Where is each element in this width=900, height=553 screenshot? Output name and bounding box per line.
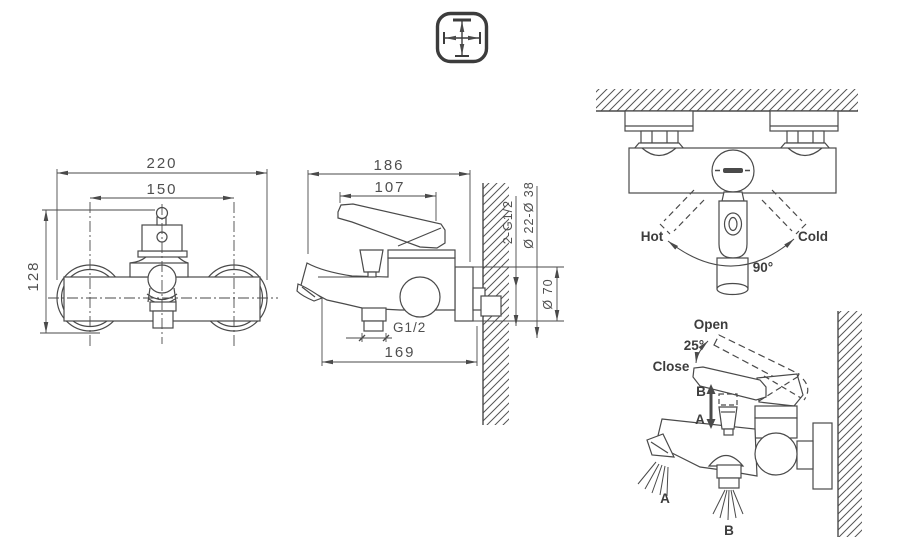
side-view-dimensions [307, 170, 564, 366]
cold-position-outline [761, 189, 807, 235]
diverter-down-label: A [695, 412, 705, 427]
wall-hatching-bottom [838, 311, 862, 537]
spout-spray-lines [637, 461, 669, 497]
cold-label: Cold [798, 229, 828, 244]
side-view-drawing [296, 203, 502, 332]
dim-outlet-thread: G1/2 [393, 320, 426, 335]
close-label: Close [653, 359, 690, 374]
body-op [655, 418, 758, 477]
hot-label: Hot [641, 229, 664, 244]
bottom-outlet-side [363, 320, 384, 332]
front-view-dimensions [40, 169, 268, 334]
diverter-knob-side [359, 249, 384, 273]
shower-flow-label: B [724, 523, 734, 538]
lever-top-view [718, 200, 748, 259]
centerlines [48, 202, 278, 347]
dim-wall-connections: 2-G1/2 [501, 200, 515, 244]
brand-mark [723, 168, 743, 173]
lever-operation-view: Open 25° Close B A A B [637, 311, 862, 538]
front-view: 220 150 128 [25, 155, 278, 347]
wall-flange-op [812, 422, 833, 490]
mounting-unions [624, 110, 839, 151]
shower-outlet-op [718, 477, 740, 489]
shower-connection-side [399, 276, 441, 318]
lever-side [337, 203, 446, 249]
dim-handle-depth: 107 [374, 179, 405, 196]
hot-position-outline [659, 189, 705, 235]
lever-closed [692, 366, 767, 401]
spout-flow-label: A [660, 491, 670, 506]
operation-drawing [646, 334, 833, 490]
diverter-up-outline [718, 393, 738, 406]
dim-eccentric-range: Ø 22-Ø 38 [522, 181, 536, 248]
front-view-drawing [48, 202, 278, 347]
spout-nose-op [646, 433, 675, 458]
dim-spout-reach: 169 [384, 344, 415, 361]
operation-annotations [637, 340, 744, 521]
diverter-knob-op [718, 406, 738, 430]
handle-rotation-view: Hot Cold 90° [596, 89, 858, 296]
side-view: 186 107 169 G1/2 2-G1/2 Ø 22-Ø 38 Ø 70 [296, 157, 564, 425]
dim-hole-spacing: 150 [146, 181, 177, 198]
inlet-tail [480, 295, 502, 317]
dim-overall-width: 220 [146, 155, 177, 172]
dim-overall-height: 128 [25, 260, 42, 291]
lever-open-outline [713, 334, 800, 388]
open-label: Open [694, 317, 729, 332]
aerator-front [152, 310, 174, 329]
open-angle-label: 25° [684, 338, 704, 353]
rotation-arc [667, 238, 795, 267]
dim-overall-depth: 186 [373, 157, 404, 174]
shower-connection-op [754, 432, 798, 476]
wall-hatching-top [596, 89, 858, 111]
mounting-cross-icon [435, 11, 489, 64]
dim-flange-diameter: Ø 70 [541, 278, 555, 309]
open-angle-arc [694, 340, 709, 364]
wall-flange-side [454, 266, 474, 322]
shower-spray-lines [712, 489, 744, 521]
diverter-up-label: B [696, 384, 706, 399]
rotation-angle-label: 90° [753, 260, 773, 275]
